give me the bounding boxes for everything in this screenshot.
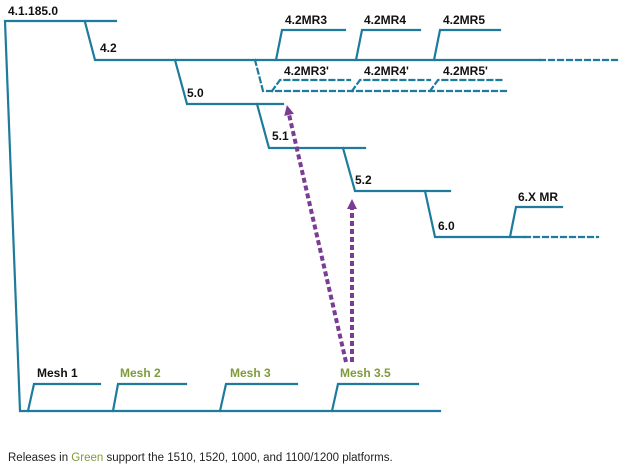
caption-after: support the 1510, 1520, 1000, and 1100/1…: [103, 452, 393, 464]
label-4-2mr3: 4.2MR3: [285, 13, 327, 27]
label-4-2mr3-prime: 4.2MR3': [284, 64, 329, 78]
label-5-2: 5.2: [355, 173, 372, 187]
branch-4-2: [83, 20, 542, 62]
branch-6-xmr: [508, 205, 564, 239]
arrow-mesh35-to-4-2mr3-prime: [284, 105, 348, 363]
branch-5-1: [255, 102, 367, 150]
branch-6-0: [423, 189, 527, 239]
label-6-xmr: 6.X MR: [518, 190, 558, 204]
branch-4-2mr5-prime: [428, 78, 507, 93]
label-5-1: 5.1: [272, 129, 289, 143]
caption: Releases in Green support the 1510, 1520…: [8, 452, 393, 464]
caption-before: Releases in: [8, 452, 72, 464]
branch-5-2: [341, 146, 452, 193]
caption-green-word: Green: [71, 452, 104, 464]
branch-mesh-1: [26, 382, 102, 413]
label-mesh-3: Mesh 3: [230, 366, 271, 380]
label-4-2mr4-prime: 4.2MR4': [364, 64, 409, 78]
branch-4-2mr-prime: [253, 58, 510, 93]
branch-4-2mr3: [274, 28, 347, 62]
branch-4-1-185: [3, 19, 442, 413]
label-4-2mr5: 4.2MR5: [443, 13, 485, 27]
branch-5-0: [173, 58, 285, 106]
branch-4-2mr5: [432, 28, 502, 62]
label-mesh-3-5: Mesh 3.5: [340, 366, 391, 380]
branch-mesh-2: [111, 382, 188, 413]
label-4-2mr4: 4.2MR4: [364, 13, 406, 27]
branch-4-2mr3-prime: [270, 78, 352, 93]
branch-4-2mr4-prime: [350, 78, 432, 93]
label-4-2: 4.2: [100, 41, 117, 55]
branch-mesh-3-5: [330, 382, 420, 413]
label-4-1-185: 4.1.185.0: [8, 4, 58, 18]
label-4-2mr5-prime: 4.2MR5': [443, 64, 488, 78]
label-5-0: 5.0: [187, 86, 204, 100]
branch-4-2mr4: [354, 28, 422, 62]
label-mesh-1: Mesh 1: [37, 366, 78, 380]
label-6-0: 6.0: [438, 219, 455, 233]
label-mesh-2: Mesh 2: [120, 366, 161, 380]
branch-mesh-3: [218, 382, 299, 413]
